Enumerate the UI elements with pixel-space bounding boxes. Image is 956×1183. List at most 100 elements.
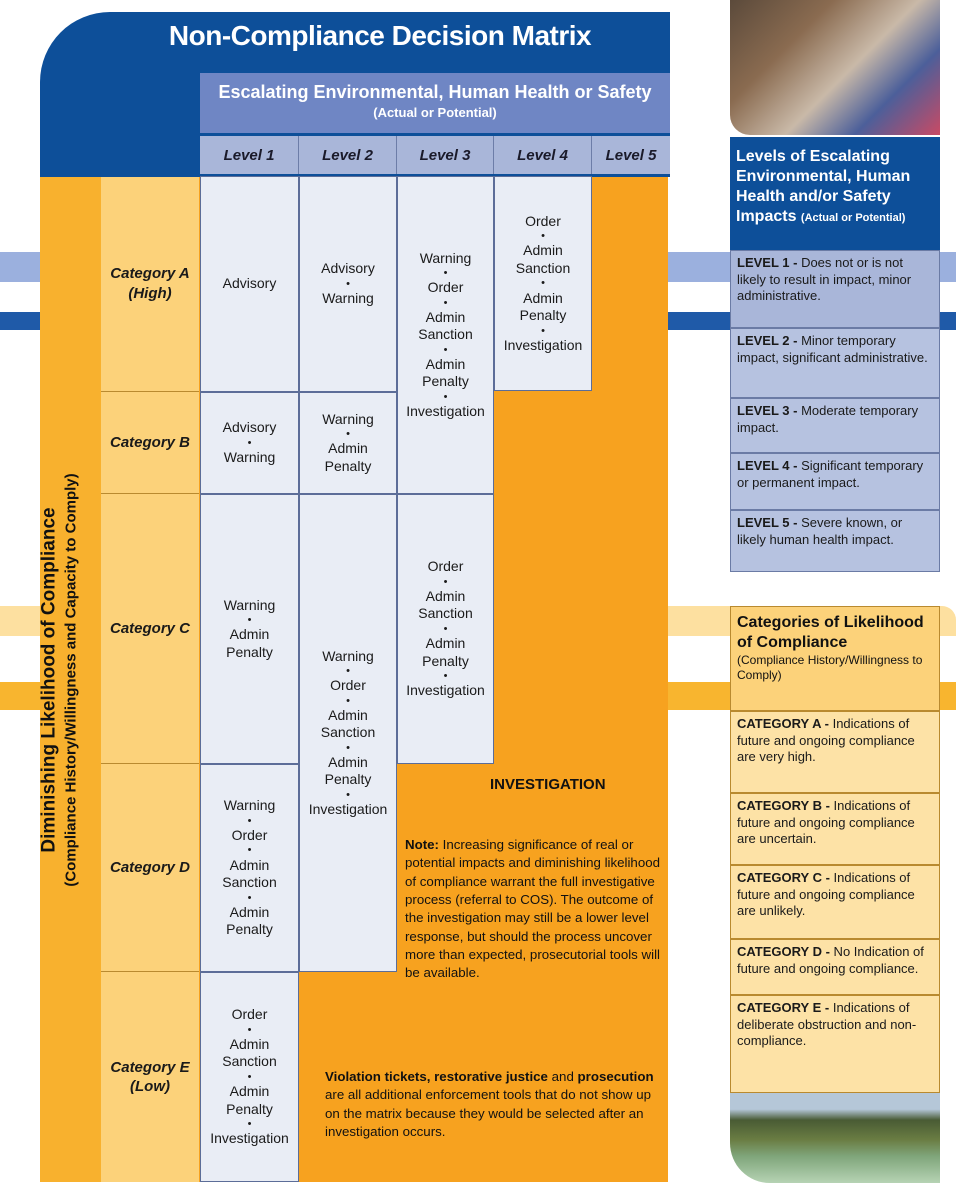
categories-panel-subtitle: (Compliance History/Willingness to Compl… <box>737 653 923 682</box>
level-3-header: Level 3 <box>397 136 494 174</box>
level-2-header: Level 2 <box>299 136 397 174</box>
cell-a-level4: Order•Admin Sanction•Admin Penalty•Inves… <box>494 176 592 391</box>
cell-c-level1: Warning•Admin Penalty <box>200 494 299 764</box>
category-d-definition: CATEGORY D - No Indication of future and… <box>730 939 940 995</box>
cell-action-item: Admin Sanction <box>222 856 277 891</box>
cell-a-level2: Advisory•Warning <box>299 176 397 392</box>
bullet-separator: • <box>541 324 545 337</box>
cell-action-item: Admin Penalty <box>422 355 469 390</box>
category-a-qualifier: (High) <box>128 284 172 302</box>
cell-action-item: Admin Penalty <box>226 1083 273 1117</box>
category-a-definition: CATEGORY A - Indications of future and o… <box>730 711 940 793</box>
bullet-separator: • <box>346 428 350 441</box>
violation-bold-3: prosecution <box>577 1069 654 1084</box>
bullet-separator: • <box>247 436 252 449</box>
cell-action-item: Admin Sanction <box>418 308 473 343</box>
cell-action-item: Admin Sanction <box>320 706 376 741</box>
cell-action-item: Warning <box>322 290 374 307</box>
vertical-axis-line1: Diminishing Likelihood of Compliance <box>38 507 60 853</box>
bullet-separator: • <box>247 614 252 627</box>
cell-action-item: Investigation <box>503 336 583 353</box>
cell-action-item: Warning <box>322 410 374 427</box>
level-5-header: Level 5 <box>592 136 670 174</box>
cell-action-item: Admin Penalty <box>226 903 273 938</box>
cell-action-item: Warning <box>223 449 276 466</box>
cell-action-item: Admin Penalty <box>422 635 469 669</box>
category-a-name: Category A <box>110 265 190 282</box>
cell-action-item: Investigation <box>210 1130 289 1147</box>
bullet-separator: • <box>443 670 448 683</box>
cell-action-item: Admin Penalty <box>324 440 372 474</box>
violation-bold-2: restorative justice <box>434 1069 548 1084</box>
bullet-separator: • <box>346 277 350 290</box>
categories-panel-title: Categories of Likelihood of Compliance <box>737 614 924 651</box>
cell-action-item: Admin Sanction <box>515 242 571 276</box>
cell-b-level1: Advisory•Warning <box>200 392 299 494</box>
cell-action-item: Order <box>330 677 366 694</box>
category-b-name: Category B <box>109 433 191 451</box>
bullet-separator: • <box>247 814 252 827</box>
level-3-definition: LEVEL 3 - Moderate temporary impact. <box>730 398 940 453</box>
cell-action-item: Warning <box>223 797 276 814</box>
cell-action-item: Order <box>427 279 464 296</box>
category-e-definition: CATEGORY E - Indications of deliberate o… <box>730 995 940 1093</box>
cell-action-item: Admin Sanction <box>222 1035 277 1070</box>
page-title: Non-Compliance Decision Matrix <box>168 20 592 51</box>
axis-column <box>40 176 101 1182</box>
cell-action-item: Admin Penalty <box>324 753 372 788</box>
cell-action-item: Admin Sanction <box>418 587 473 622</box>
escalation-header: Escalating Environmental, Human Health o… <box>200 73 670 133</box>
bullet-separator: • <box>247 1118 252 1131</box>
category-c-name: Category C <box>109 619 191 637</box>
levels-panel-title: Levels of Escalating Environmental, Huma… <box>736 148 911 225</box>
landscape-photo <box>730 1093 940 1183</box>
cell-action-item: Warning <box>419 249 472 266</box>
bullet-separator: • <box>346 665 350 678</box>
level-1-definition: LEVEL 1 - Does not or is not likely to r… <box>730 250 940 328</box>
level-2-definition: LEVEL 2 - Minor temporary impact, signif… <box>730 328 940 398</box>
vertical-axis-line2: (Compliance History/Willingness and Capa… <box>62 473 80 887</box>
cell-c-level3: Order•Admin Sanction•Admin Penalty•Inves… <box>397 494 494 764</box>
cell-action-item: Investigation <box>308 800 388 817</box>
cell-action-item: Order <box>231 826 268 843</box>
level-4-header: Level 4 <box>494 136 592 174</box>
category-e-qualifier: (Low) <box>130 1078 170 1095</box>
levels-panel-header: Levels of Escalating Environmental, Huma… <box>730 137 940 250</box>
escalation-header-line2: (Actual or Potential) <box>373 105 497 120</box>
cell-ab-level3: Warning•Order•Admin Sanction•Admin Penal… <box>397 176 494 494</box>
bullet-separator: • <box>247 844 252 857</box>
cell-action-item: Warning <box>322 647 374 664</box>
escalation-header-line1: Escalating Environmental, Human Health o… <box>218 82 652 102</box>
level-1-header: Level 1 <box>200 136 299 174</box>
cell-action-item: Investigation <box>406 682 485 699</box>
category-c-definition: CATEGORY C - Indications of future and o… <box>730 865 940 939</box>
cell-cd-level2: Warning•Order•Admin Sanction•Admin Penal… <box>299 494 397 972</box>
cell-d-level1: Warning•Order•Admin Sanction•Admin Penal… <box>200 764 299 972</box>
cell-action-item: Order <box>427 558 464 575</box>
category-column <box>101 176 199 1182</box>
cell-action-item: Advisory <box>321 260 375 277</box>
cell-action-item: Advisory <box>222 419 277 436</box>
bullet-separator: • <box>346 694 350 707</box>
bullet-separator: • <box>247 891 252 904</box>
bullet-separator: • <box>346 788 350 801</box>
bullet-separator: • <box>541 230 545 243</box>
violation-note: Violation tickets, restorative justice a… <box>325 1068 665 1141</box>
investigation-label: INVESTIGATION <box>490 776 606 793</box>
note-text: Increasing significance of real or poten… <box>405 837 661 981</box>
category-e-name: Category E <box>110 1058 190 1076</box>
note-lead: Note: <box>405 837 439 852</box>
bullet-separator: • <box>346 741 350 754</box>
category-a-label: Category A (High) <box>101 176 199 392</box>
bullet-separator: • <box>443 343 448 356</box>
cell-action-item: Admin Penalty <box>519 289 567 324</box>
cell-action-item: Order <box>525 212 561 229</box>
cell-action-item: Investigation <box>406 402 485 419</box>
category-b-definition: CATEGORY B - Indications of future and o… <box>730 793 940 865</box>
violation-text-2: and <box>547 1069 578 1084</box>
vertical-axis-label: Diminishing Likelihood of Compliance (Co… <box>14 180 104 1180</box>
categories-panel-header: Categories of Likelihood of Compliance (… <box>730 606 940 711</box>
cell-b-level2: Warning•Admin Penalty <box>299 392 397 494</box>
category-d-name: Category D <box>109 858 191 876</box>
bullet-separator: • <box>443 390 448 403</box>
